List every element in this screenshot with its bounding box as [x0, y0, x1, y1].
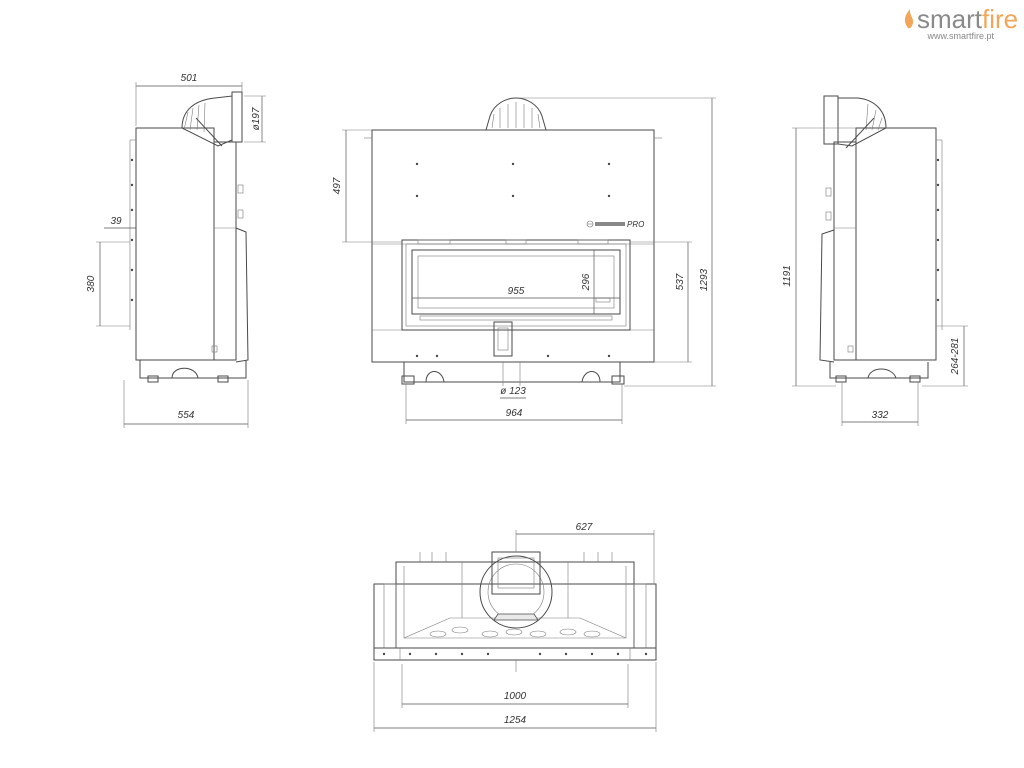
flame-icon [904, 9, 914, 29]
dim-inlet-123: ø 123 [500, 386, 526, 397]
top-flue-collar [479, 555, 553, 629]
front-glass [411, 249, 621, 315]
dim-501: 501 [181, 73, 198, 84]
top-dimensions: 627 1000 1254 [373, 522, 657, 732]
dim-554: 554 [178, 410, 195, 421]
right-side-view [819, 95, 943, 383]
dim-264-281: 264-281 [950, 338, 961, 376]
brand-url: www.smartfire.pt [926, 31, 994, 41]
dim-497: 497 [332, 177, 343, 194]
dim-flue-197: ø197 [251, 107, 262, 130]
left-front-panel [213, 141, 237, 361]
right-front-panel [833, 141, 857, 361]
dim-1000: 1000 [504, 691, 527, 702]
dim-627: 627 [576, 522, 593, 533]
badge-text: PRO [627, 220, 644, 229]
dim-1293: 1293 [699, 268, 710, 291]
right-flue-elbow [837, 97, 887, 147]
front-air-control [493, 321, 513, 357]
left-side-view [129, 91, 249, 383]
top-view [373, 551, 657, 672]
dim-1254: 1254 [504, 715, 527, 726]
dim-296: 296 [581, 273, 592, 291]
dim-964: 964 [506, 408, 523, 419]
front-view: PRO [364, 97, 662, 386]
brand-logo: smartfire www.smartfire.pt [904, 4, 1018, 41]
right-body-panel [855, 127, 937, 361]
front-flue-collar [485, 97, 547, 131]
front-dimensions: 497 955 296 537 1293 ø 123 964 [332, 97, 716, 424]
left-body-panel [135, 127, 215, 361]
dim-1191: 1191 [782, 265, 793, 287]
dim-380: 380 [86, 275, 97, 292]
product-badge: PRO [586, 220, 644, 229]
dim-39: 39 [110, 216, 122, 227]
brand-name-part1: smart [917, 4, 983, 34]
left-flue-elbow [181, 95, 233, 147]
front-door-frame [401, 239, 631, 331]
brand-name-part2: fire [982, 4, 1018, 34]
svg-text:smartfire: smartfire [917, 4, 1018, 34]
dim-955: 955 [508, 286, 525, 297]
dim-332: 332 [872, 410, 889, 421]
left-dimensions: 501 ø197 39 380 554 [86, 73, 266, 428]
right-dimensions: 1191 264-281 332 [782, 127, 968, 426]
dim-537: 537 [675, 273, 686, 290]
